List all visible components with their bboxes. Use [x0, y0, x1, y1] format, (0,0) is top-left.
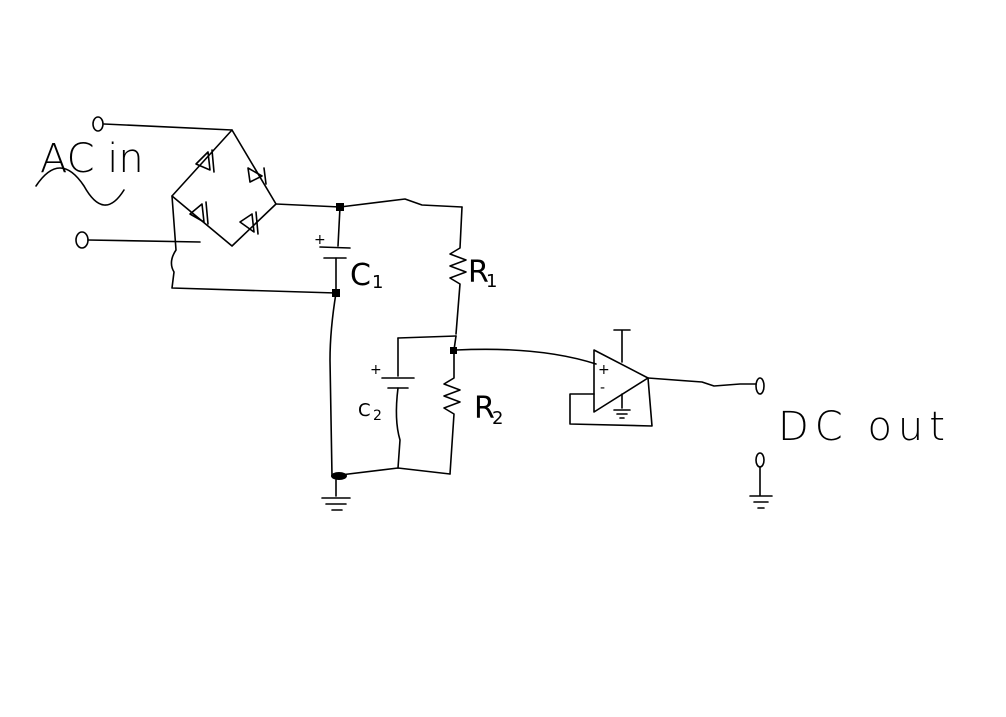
wire-ground-rail — [329, 292, 337, 477]
ground-icon — [321, 479, 351, 511]
c2-subscript: 2 — [373, 408, 382, 424]
ac-in-label: AC in — [40, 136, 144, 182]
opamp-minus-label: - — [600, 380, 605, 396]
wire-to-opamp — [455, 348, 597, 365]
r1-body — [449, 206, 467, 335]
dc-out-label: DC out — [778, 404, 951, 450]
c1-plate-top — [319, 246, 351, 249]
sine-wave-icon — [35, 167, 125, 206]
wire-opamp-feedback — [569, 377, 653, 427]
wire-positive-rail — [275, 198, 463, 208]
c2-label: C — [358, 400, 371, 421]
ground-junction-node — [331, 472, 347, 480]
r1-label: R — [468, 255, 489, 290]
r2-body — [443, 349, 461, 475]
wire-r1-r2 — [453, 335, 457, 351]
wire-c2-bottom — [395, 387, 401, 469]
wire-ac-top — [103, 123, 233, 131]
wire-bridge-negative — [170, 195, 337, 294]
opamp-plus-label: + — [598, 362, 610, 378]
dc-terminal-bottom — [755, 452, 765, 468]
resistor-r1: R 1 — [449, 206, 497, 335]
capacitor-c1: + C 1 — [314, 206, 383, 294]
c1-label: C — [350, 258, 371, 293]
wire-ground-bus — [331, 467, 451, 477]
capacitor-c2: + C 2 — [358, 337, 415, 469]
c2-plus-label: + — [370, 362, 382, 378]
resistor-r2: R 2 — [443, 349, 503, 475]
c1-subscript: 1 — [372, 272, 383, 293]
output-ground-icon — [749, 466, 773, 509]
r1-subscript: 1 — [486, 271, 497, 292]
bridge-rectifier — [171, 129, 277, 247]
diode-icon — [239, 211, 259, 235]
diode-icon — [247, 167, 267, 185]
r2-subscript: 2 — [492, 408, 503, 429]
r2-label: R — [474, 391, 495, 426]
ac-input: AC in — [35, 116, 144, 249]
ac-terminal-bottom — [75, 231, 89, 249]
diode-icon — [195, 149, 215, 173]
bridge-outline — [171, 129, 277, 247]
opamp-supply-pin — [613, 329, 631, 363]
ac-terminal-top — [92, 116, 104, 132]
wire-divider-top — [397, 335, 457, 339]
opamp-buffer: + - — [569, 329, 653, 427]
c1-plus-label: + — [314, 232, 326, 248]
wire-ac-bottom — [87, 239, 201, 243]
diode-icon — [189, 201, 209, 225]
wire-output — [647, 377, 757, 387]
opamp-triangle — [593, 349, 649, 413]
opamp-ground-icon — [613, 393, 631, 419]
dc-terminal-top — [755, 377, 765, 395]
wire-c1-top — [337, 206, 341, 247]
